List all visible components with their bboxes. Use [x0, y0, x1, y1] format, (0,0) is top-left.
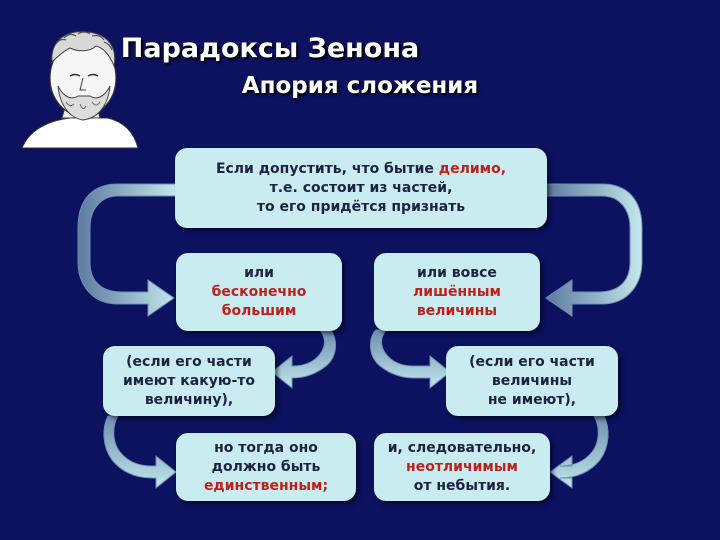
must-be-unique-line2: должно быть	[211, 458, 321, 475]
slide-subtitle: Апория сложения	[241, 73, 479, 99]
premise-line3: то его придётся признать	[256, 198, 466, 215]
infinite-large-line2: бесконечно	[211, 283, 307, 300]
slide-title: Парадоксы Зенона	[120, 33, 420, 64]
arrow-right1-to-right2	[370, 329, 451, 390]
infinite-large-box: или бесконечно большим	[176, 253, 342, 331]
arrow-left2-to-left3	[103, 415, 177, 490]
arrow-left1-to-left2	[271, 329, 336, 390]
no-magnitude-line3: величины	[416, 302, 498, 319]
parts-no-size-line3: не имеют),	[487, 391, 577, 408]
arrow-top-to-left	[77, 183, 177, 317]
premise-line1: Если допустить, что бытие	[215, 160, 439, 177]
arrow-top-to-right	[545, 183, 643, 317]
premise-line2: т.е. состоит из частей,	[269, 179, 453, 196]
arrow-right2-to-right3	[549, 415, 609, 489]
premise-box: Если допустить, что бытие делимо, т.е. с…	[175, 148, 547, 228]
parts-no-size-box: (если его части величины не имеют),	[446, 346, 618, 416]
indistinguishable-line1: и, следовательно,	[387, 439, 537, 456]
must-be-unique-box: но тогда оно должно быть единственным;	[176, 433, 356, 501]
parts-no-size-line1: (если его части	[469, 353, 595, 370]
no-magnitude-box: или вовсе лишённым величины	[374, 253, 540, 331]
must-be-unique-line3: единственным;	[203, 477, 329, 494]
indistinguishable-line3: от небытия.	[413, 477, 511, 494]
must-be-unique-line1: но тогда оно	[214, 439, 318, 456]
no-magnitude-line2: лишённым	[413, 283, 501, 300]
philosopher-bust-icon	[21, 31, 139, 149]
indistinguishable-box: и, следовательно, неотличимым от небытия…	[374, 433, 550, 501]
parts-have-size-box: (если его части имеют какую-то величину)…	[103, 346, 275, 416]
indistinguishable-line2: неотличимым	[406, 458, 518, 475]
premise-keyword: делимо,	[438, 160, 507, 177]
parts-have-size-line1: (если его части	[126, 353, 252, 370]
parts-no-size-line2: величины	[491, 372, 573, 389]
parts-have-size-line2: имеют какую-то	[122, 372, 256, 389]
no-magnitude-line1: или вовсе	[417, 264, 497, 281]
infinite-large-line1: или	[244, 264, 274, 281]
parts-have-size-line3: величину),	[144, 391, 234, 408]
infinite-large-line3: большим	[221, 302, 297, 319]
